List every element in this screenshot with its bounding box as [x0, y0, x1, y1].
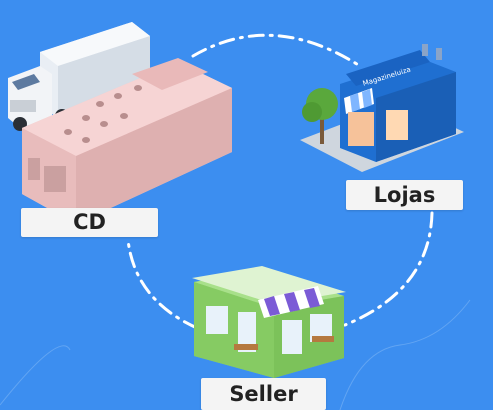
connector-loop [126, 33, 434, 330]
connector-cd-lojas [191, 33, 362, 68]
cd-label: CD [21, 208, 158, 237]
lojas-label: Lojas [346, 180, 463, 210]
warehouse-truck-icon [8, 22, 232, 224]
seller-shop-icon [192, 266, 346, 378]
connector-seller-cd [126, 238, 199, 330]
connector-lojas-seller [343, 211, 434, 327]
retail-store-icon: Magazineluiza [300, 44, 464, 172]
decor-curve-bottom [339, 299, 471, 410]
decor-curve-left [0, 345, 71, 406]
seller-label: Seller [201, 378, 326, 410]
